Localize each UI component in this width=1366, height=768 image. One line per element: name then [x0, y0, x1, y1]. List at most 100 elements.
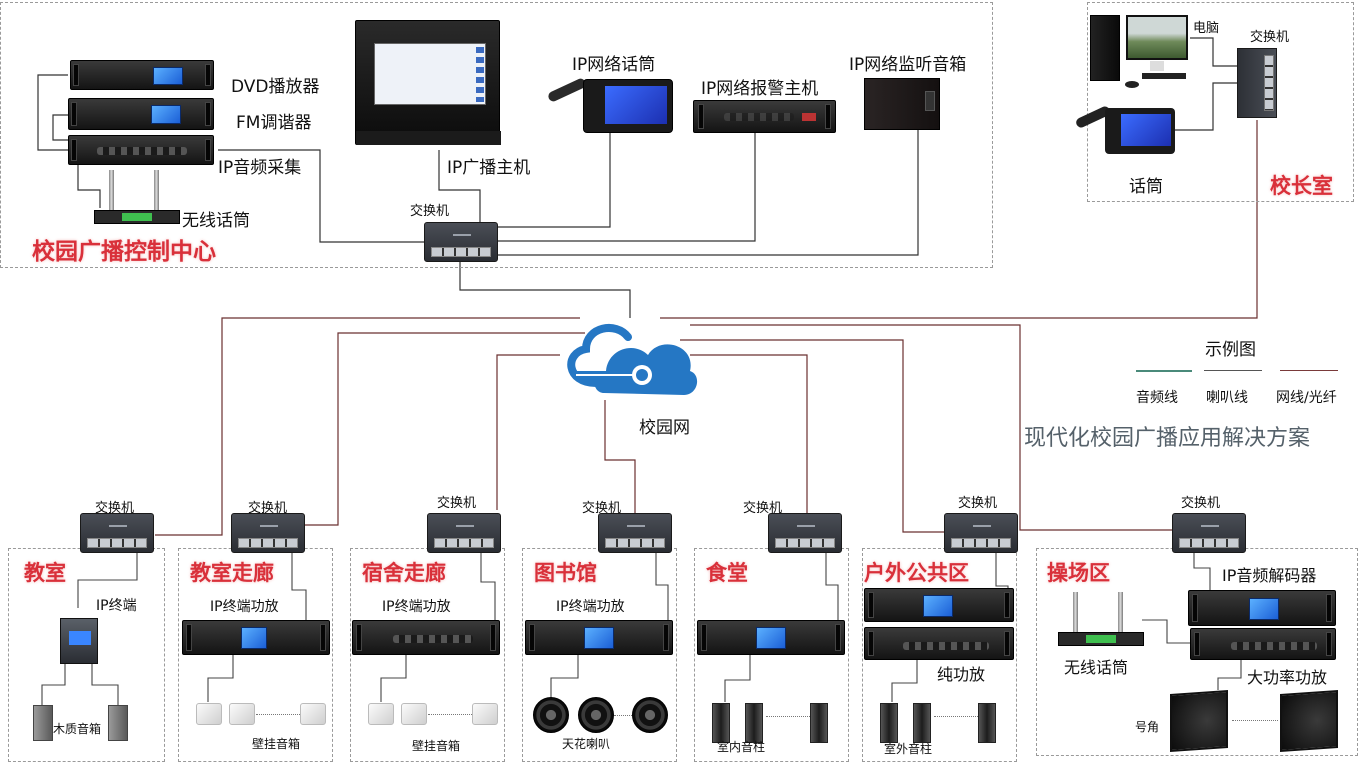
- ip-network-mic-label: IP网络话筒: [572, 55, 656, 75]
- ip-monitor-speaker-device[interactable]: [864, 78, 940, 130]
- zone4-speaker-3: [632, 697, 668, 733]
- office-switch-label: 交换机: [1250, 30, 1290, 45]
- zone4-amp-device[interactable]: [525, 620, 673, 655]
- zone3-speaker-3: [472, 703, 498, 725]
- zone2-speaker-label: 壁挂音箱: [252, 737, 301, 751]
- solution-title: 现代化校园广播应用解决方案: [1024, 426, 1311, 451]
- zone5-switch-device[interactable]: [768, 513, 842, 553]
- zone5-speaker-3: [810, 703, 828, 743]
- wire-capture-to-switch: [218, 149, 424, 243]
- zone3-speaker-label: 壁挂音箱: [412, 739, 461, 753]
- legend-label-speaker: 喇叭线: [1206, 390, 1248, 406]
- zone6-speaker-3: [978, 703, 996, 743]
- zone4-switch-device[interactable]: [598, 513, 672, 553]
- ip-audio-capture-label: IP音频采集: [218, 158, 302, 178]
- ip-alarm-host-device[interactable]: [693, 100, 836, 133]
- office-mic-label: 话筒: [1129, 177, 1163, 197]
- zone7-speaker-label: 号角: [1135, 720, 1160, 734]
- zone1-speaker-left: [33, 705, 53, 741]
- zone6-decoder-device[interactable]: [864, 588, 1014, 622]
- zone7-horn-speaker-1: [1170, 689, 1228, 753]
- zone5-amp-device[interactable]: [697, 620, 845, 655]
- zone6-device-label: 纯功放: [937, 665, 986, 684]
- dvd-player-device[interactable]: [70, 60, 214, 90]
- fm-tuner-device[interactable]: [68, 98, 214, 130]
- computer-device[interactable]: [1090, 15, 1200, 90]
- wire-pc-to-switch: [1190, 37, 1237, 67]
- zone1-title: 教室: [24, 561, 66, 585]
- wire-fm-to-capture: [52, 114, 68, 141]
- legend-line-network: [1280, 370, 1338, 371]
- main-switch-device[interactable]: [424, 222, 498, 262]
- zone3-switch-label: 交换机: [437, 496, 477, 511]
- wire-cloud-to-zone7: [690, 324, 1172, 531]
- wire-cloud-to-zone5: [690, 354, 808, 515]
- zone7-wireless-mic-label: 无线话筒: [1064, 658, 1129, 677]
- zone6-speaker-2: [913, 703, 931, 743]
- wire-office-to-cloud: [660, 120, 1258, 319]
- zone6-pure-amp-device[interactable]: [864, 627, 1014, 660]
- zone2-speaker-1: [196, 703, 222, 725]
- wire-switch-to-cloud: [459, 262, 631, 318]
- office-switch-device[interactable]: [1237, 48, 1277, 118]
- ip-broadcast-host-device[interactable]: [355, 20, 501, 145]
- control-center-title: 校园广播控制中心: [32, 239, 216, 265]
- zone7-decoder-label: IP音频解码器: [1222, 566, 1317, 585]
- principal-office-zone: [1087, 2, 1354, 202]
- wire-cloud-to-zone3: [496, 354, 560, 510]
- zone7-decoder-device[interactable]: [1188, 590, 1336, 626]
- ip-audio-capture-device[interactable]: [68, 135, 214, 165]
- zone3-speaker-2: [401, 703, 427, 725]
- zone2-switch-label: 交换机: [248, 501, 288, 516]
- zone4-speaker-1: [533, 697, 569, 733]
- zone4-speaker-2: [578, 697, 614, 733]
- legend-title: 示例图: [1205, 340, 1256, 360]
- legend-label-network: 网线/光纤: [1276, 390, 1337, 406]
- wire-mic-to-switch-office: [1172, 82, 1237, 131]
- zone7-amp-label: 大功率功放: [1247, 668, 1328, 687]
- fm-tuner-label: FM调谐器: [236, 113, 312, 133]
- zone6-switch-device[interactable]: [944, 513, 1018, 553]
- zone7-horn-speaker-2: [1280, 689, 1338, 753]
- zone6-switch-label: 交换机: [958, 496, 998, 511]
- zone7-wireless-mic-device[interactable]: [1058, 592, 1144, 648]
- ip-monitor-speaker-label: IP网络监听音箱: [849, 55, 967, 75]
- zone-outdoor-public: [862, 548, 1017, 762]
- wire-cloud-to-zone2: [300, 332, 585, 526]
- zone7-high-power-amp-device[interactable]: [1190, 628, 1336, 660]
- office-mic-device[interactable]: [1074, 100, 1175, 155]
- computer-label: 电脑: [1193, 21, 1220, 36]
- wireless-mic-label: 无线话筒: [182, 211, 250, 231]
- zone4-device-label: IP终端功放: [556, 599, 625, 615]
- zone4-speaker-label: 天花喇叭: [562, 737, 611, 751]
- zone3-amp-device[interactable]: [352, 620, 500, 655]
- zone7-title: 操场区: [1047, 561, 1110, 585]
- ip-network-mic-device[interactable]: [546, 75, 673, 133]
- zone1-ip-terminal-device[interactable]: [60, 618, 98, 664]
- zone1-switch-device[interactable]: [80, 513, 154, 553]
- zone5-speaker-1: [712, 703, 730, 743]
- legend-line-speaker: [1204, 370, 1262, 371]
- main-switch-label: 交换机: [410, 204, 450, 219]
- principal-office-title: 校长室: [1270, 174, 1333, 198]
- wire-cloud-to-zone1: [155, 317, 580, 536]
- campus-network-label: 校园网: [639, 418, 690, 438]
- wire-alarm-to-switch: [498, 133, 756, 242]
- zone1-device-label: IP终端: [96, 598, 137, 614]
- ip-broadcast-host-label: IP广播主机: [447, 158, 531, 178]
- zone7-switch-label: 交换机: [1181, 496, 1221, 511]
- wireless-mic-device[interactable]: [94, 170, 180, 226]
- zone3-switch-device[interactable]: [427, 513, 501, 553]
- ip-alarm-host-label: IP网络报警主机: [701, 79, 819, 99]
- control-center-zone: [0, 2, 993, 268]
- zone2-amp-device[interactable]: [182, 620, 330, 655]
- zone2-switch-device[interactable]: [231, 513, 305, 553]
- zone5-speaker-label: 室内音柱: [717, 740, 766, 754]
- wire-cloud-to-zone4: [604, 400, 636, 515]
- legend-line-audio: [1136, 370, 1192, 372]
- zone2-speaker-2: [229, 703, 255, 725]
- wire-mic-to-switch: [498, 133, 611, 228]
- zone7-switch-device[interactable]: [1172, 513, 1246, 553]
- zone1-speaker-label: 木质音箱: [53, 722, 102, 736]
